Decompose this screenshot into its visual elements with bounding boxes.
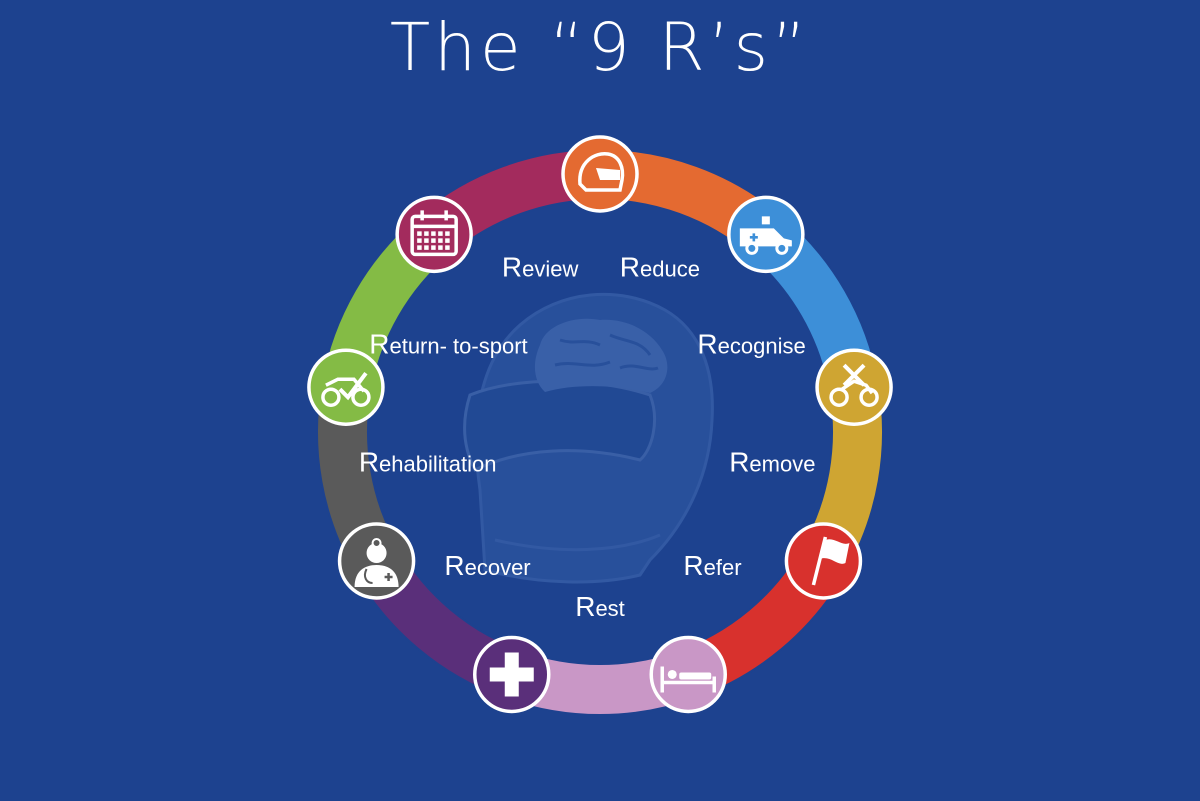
helmet-icon [561, 135, 639, 213]
no-motorcycle-icon [815, 348, 893, 426]
doctor-icon [337, 522, 416, 600]
step-label-1: Reduce [620, 252, 700, 283]
flag-icon [784, 522, 863, 600]
helmet-brain-icon [463, 292, 714, 584]
ambulance-icon [727, 195, 805, 274]
step-label-2: Recognise [697, 329, 805, 360]
step-icons [307, 135, 893, 714]
step-label-5: Rest [575, 591, 625, 622]
bed-icon [649, 635, 727, 714]
step-label-6: Recover [444, 550, 530, 581]
calendar-icon [395, 195, 473, 274]
step-label-8: Return- to-sport [369, 329, 527, 360]
step-label-3: Remove [729, 446, 815, 477]
step-label-9: Review [502, 252, 579, 283]
page-title: The “9 R’s” [389, 9, 811, 86]
motorcycle-check-icon [307, 348, 385, 426]
medical-cross-icon [473, 635, 551, 714]
step-label-7: Rehabilitation [359, 446, 497, 477]
step-label-4: Refer [683, 550, 741, 581]
